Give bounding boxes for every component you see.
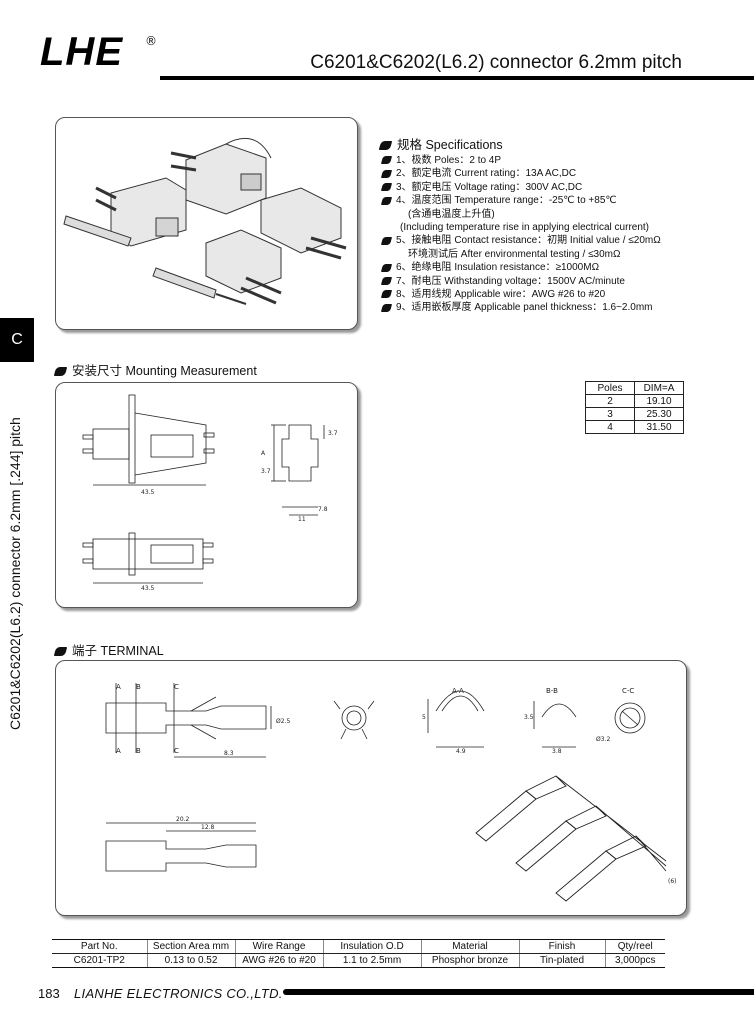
bullet-icon	[380, 183, 393, 192]
dim-32: Ø3.2	[596, 736, 610, 743]
dim-5: 5	[422, 714, 426, 721]
bullet-icon	[380, 277, 393, 286]
poles-dimension-table: Poles DIM=A 2 19.10 3 25.30 4 31.50	[585, 381, 684, 434]
table-row: 3 25.30	[585, 407, 684, 421]
specifications-heading: 规格 Specifications	[378, 134, 503, 153]
bullet-icon	[53, 647, 68, 657]
cell-dim: 25.30	[634, 407, 684, 421]
bullet-icon	[380, 196, 393, 205]
registered-mark: ®	[145, 34, 157, 48]
header-rule	[160, 76, 754, 80]
bullet-icon	[380, 236, 393, 245]
spec-note: 环境测试后 After environmental testing / ≤30m…	[408, 248, 621, 260]
cell-poles: 2	[585, 394, 635, 408]
side-vertical-title: C6201&C6202(L6.2) connector 6.2mm [.244]…	[7, 417, 23, 730]
table-row: C6201-TP2 0.13 to 0.52 AWG #26 to #20 1.…	[52, 953, 665, 968]
spec-item: 7、耐电压 Withstanding voltage：1500V AC/minu…	[380, 275, 661, 288]
section-mark-a-bottom: A	[116, 747, 121, 755]
terminal-drawing: A B C A B C A-A B-B C-C 8.3 Ø2.5 5 4.9 3…	[105, 683, 677, 902]
section-mark-b-bottom: B	[136, 747, 141, 755]
cell-finish: Tin-plated	[518, 953, 605, 968]
spec-item: 1、极数 Poles：2 to 4P	[380, 154, 661, 167]
header-part-no: Part No.	[52, 939, 147, 954]
cell-qty: 3,000pcs	[604, 953, 665, 968]
bullet-icon	[53, 367, 68, 377]
cell-insulation: 1.1 to 2.5mm	[322, 953, 421, 968]
spec-item: 3、额定电压 Voltage rating：300V AC,DC	[380, 181, 661, 194]
spec-note: (含通电温度上升值)	[408, 208, 495, 220]
connector-illustration	[63, 137, 347, 305]
header-wire-range: Wire Range	[234, 939, 323, 954]
table-row: 2 19.10	[585, 394, 684, 408]
page-number: 183	[38, 986, 60, 1001]
company-name: LIANHE ELECTRONICS CO.,LTD.	[74, 986, 283, 1001]
dim-length-bottom: 43.5	[141, 585, 155, 592]
mounting-drawing-panel: 43.5 43.5 A 3.7 3.7 7.8 11	[55, 382, 358, 608]
page-title: C6201&C6202(L6.2) connector 6.2mm pitch	[310, 52, 682, 73]
bullet-icon	[378, 141, 393, 151]
section-tab: C	[0, 318, 34, 362]
cell-poles: 4	[585, 420, 635, 434]
footer-rule	[283, 989, 754, 995]
cell-poles: 3	[585, 407, 635, 421]
dim-6: (6)	[668, 878, 677, 885]
header-finish: Finish	[518, 939, 605, 954]
bullet-icon	[380, 169, 393, 178]
cell-material: Phosphor bronze	[420, 953, 519, 968]
specifications-list: 1、极数 Poles：2 to 4P 2、额定电流 Current rating…	[380, 154, 661, 315]
view-label-cc: C-C	[622, 687, 634, 695]
table-header-row: Poles DIM=A	[585, 381, 684, 395]
section-mark-b: B	[136, 683, 141, 691]
dim-25: Ø2.5	[276, 718, 290, 725]
spec-item: 4、温度范围 Temperature range：-25℃ to +85℃	[380, 194, 661, 207]
header-insulation: Insulation O.D	[322, 939, 421, 954]
header-section-area: Section Area mm	[146, 939, 235, 954]
spec-item: 6、绝缘电阻 Insulation resistance：≥1000MΩ	[380, 261, 661, 274]
parts-table: Part No. Section Area mm Wire Range Insu…	[52, 939, 665, 968]
spec-item: 2、额定电流 Current rating：13A AC,DC	[380, 167, 661, 180]
table-row: 4 31.50	[585, 420, 684, 434]
cell-dim: 19.10	[634, 394, 684, 408]
table-header-row: Part No. Section Area mm Wire Range Insu…	[52, 939, 665, 954]
dim-78: 7.8	[318, 506, 328, 513]
cell-dim: 31.50	[634, 420, 684, 434]
dim-202: 20.2	[176, 816, 190, 823]
bullet-icon	[380, 263, 393, 272]
spec-item: 5、接触电阻 Contact resistance：初期 Initial val…	[380, 234, 661, 247]
dim-128: 12.8	[201, 824, 215, 831]
cell-section-area: 0.13 to 0.52	[146, 953, 235, 968]
terminal-drawing-panel: A B C A B C A-A B-B C-C 8.3 Ø2.5 5 4.9 3…	[55, 660, 687, 916]
mounting-drawing: 43.5 43.5 A 3.7 3.7 7.8 11	[82, 394, 338, 592]
dim-35: 3.5	[524, 714, 534, 721]
dim-38: 3.8	[552, 748, 562, 755]
view-label-aa: A-A	[452, 687, 464, 695]
dim-11: 11	[298, 516, 306, 523]
header-qty: Qty/reel	[604, 939, 665, 954]
header-material: Material	[420, 939, 519, 954]
terminal-heading: 端子 TERMINAL	[53, 640, 164, 659]
dim-37-left: 3.7	[261, 468, 271, 475]
spec-item: 9、适用嵌板厚度 Applicable panel thickness：1.6~…	[380, 301, 661, 314]
cell-part-no: C6201-TP2	[52, 953, 147, 968]
header-poles: Poles	[585, 381, 635, 395]
bullet-icon	[380, 156, 393, 165]
section-mark-c: C	[174, 683, 179, 691]
section-mark-c-bottom: C	[174, 747, 179, 755]
bullet-icon	[380, 290, 393, 299]
header-dim-a: DIM=A	[634, 381, 684, 395]
spec-item: 8、适用线规 Applicable wire：AWG #26 to #20	[380, 288, 661, 301]
lhe-logo: LHE	[40, 30, 123, 74]
spec-note: (Including temperature rise in applying …	[400, 222, 650, 234]
product-photo-panel	[55, 117, 358, 330]
section-mark-a: A	[116, 683, 121, 691]
dim-a: A	[261, 450, 266, 457]
dim-49: 4.9	[456, 748, 466, 755]
bullet-icon	[380, 303, 393, 312]
dim-37-right: 3.7	[328, 430, 338, 437]
mounting-heading: 安装尺寸 Mounting Measurement	[53, 360, 257, 379]
dim-length-top: 43.5	[141, 489, 155, 496]
view-label-bb: B-B	[546, 687, 558, 695]
dim-83: 8.3	[224, 750, 234, 757]
cell-wire-range: AWG #26 to #20	[234, 953, 323, 968]
